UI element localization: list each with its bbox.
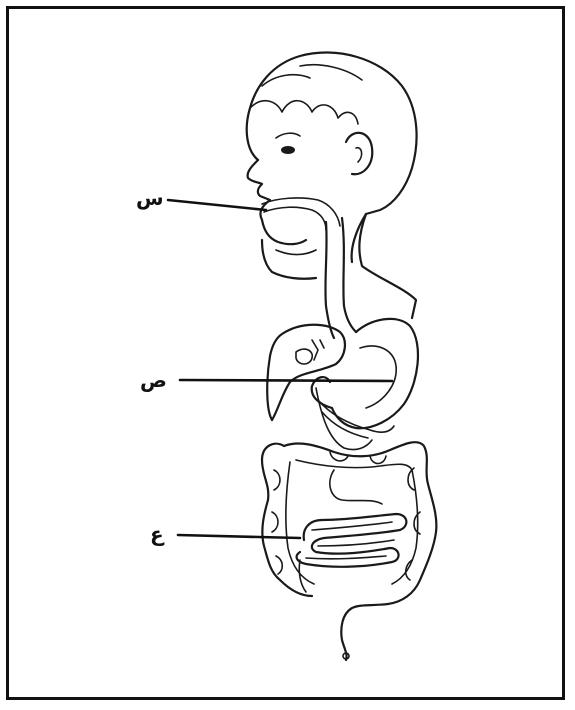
jejunum-loop: [330, 470, 382, 504]
esophagus-left: [325, 222, 334, 338]
eyebrow: [276, 133, 300, 138]
bile-duct: [312, 340, 324, 360]
neck-front: [262, 240, 316, 279]
throat-line: [276, 250, 316, 255]
stomach-inner: [360, 346, 396, 408]
mouth-cavity: [262, 198, 340, 226]
label-stomach: ص: [140, 370, 167, 390]
pointer-line-intestine: [178, 535, 300, 538]
pointer-line-stomach: [180, 380, 392, 381]
head-outline: [247, 53, 417, 318]
stomach: [332, 319, 418, 428]
ear: [346, 133, 372, 174]
tongue: [264, 207, 326, 230]
face-profile: [248, 160, 306, 244]
colon-haustra-outer: [272, 452, 420, 580]
esophagus-right: [342, 218, 356, 332]
gallbladder: [296, 349, 312, 364]
pointer-line-mouth: [168, 200, 266, 210]
duodenum-coil: [316, 388, 372, 450]
label-intestine: ع: [150, 524, 164, 544]
eye: [281, 146, 295, 154]
liver: [267, 325, 345, 420]
ear-inner: [356, 148, 362, 162]
colon-inner: [286, 460, 418, 584]
hair-fringe: [250, 101, 358, 124]
label-mouth: س: [136, 188, 164, 208]
